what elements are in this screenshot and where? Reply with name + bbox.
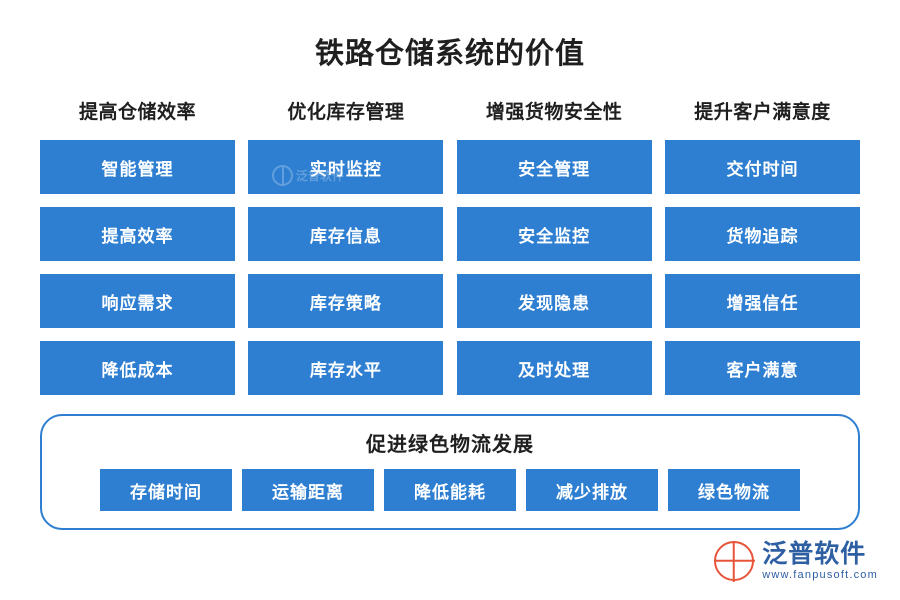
column-group-1: 提高仓储效率 智能管理 提高效率 响应需求 降低成本 [40,97,235,408]
column-cell[interactable]: 客户满意 [664,341,860,395]
bottom-chip[interactable]: 运输距离 [242,469,374,511]
column-cell[interactable]: 库存水平 [248,341,444,395]
column-cell[interactable]: 响应需求 [40,274,235,328]
column-cell[interactable]: 安全监控 [456,207,652,261]
column-cell[interactable]: 及时处理 [456,341,652,395]
column-heading: 增强货物安全性 [485,102,623,123]
bottom-chip[interactable]: 存储时间 [100,469,232,511]
page-title: 铁路仓储系统的价值 [314,38,585,70]
column-group-4: 提升客户满意度 交付时间 货物追踪 增强信任 客户满意 [664,97,860,408]
column-cell[interactable]: 智能管理 [40,140,235,194]
column-cell[interactable]: 安全管理 [456,140,652,194]
bottom-panel: 促进绿色物流发展 存储时间 运输距离 降低能耗 减少排放 绿色物流 [40,414,860,530]
column-cell[interactable]: 库存策略 [248,274,444,328]
column-cell[interactable]: 实时监控 [248,140,444,194]
column-group-3: 增强货物安全性 安全管理 安全监控 发现隐患 及时处理 [456,97,652,408]
bottom-chip[interactable]: 降低能耗 [384,469,516,511]
column-cell[interactable]: 提高效率 [40,207,235,261]
column-group-2: 优化库存管理 实时监控 库存信息 库存策略 库存水平 [248,97,444,408]
brand-url: www.fanpusoft.com [762,568,878,581]
bottom-chip[interactable]: 减少排放 [526,469,658,511]
column-heading: 提高仓储效率 [78,102,196,123]
brand-name: 泛普软件 [762,539,867,568]
columns-container: 提高仓储效率 智能管理 提高效率 响应需求 降低成本 优化库存管理 实时监控 库… [0,97,900,408]
column-cell[interactable]: 库存信息 [248,207,444,261]
column-cell[interactable]: 交付时间 [664,140,860,194]
column-cell[interactable]: 货物追踪 [664,207,860,261]
bottom-chips-row: 存储时间 运输距离 降低能耗 减少排放 绿色物流 [42,469,858,511]
column-cell[interactable]: 发现隐患 [456,274,652,328]
column-heading: 提升客户满意度 [694,102,831,123]
column-cell[interactable]: 降低成本 [40,341,235,395]
brand-text: 泛普软件 www.fanpusoft.com [762,539,878,581]
brand-logo: 泛普软件 www.fanpusoft.com [714,536,878,586]
globe-icon [714,541,755,581]
column-cell[interactable]: 增强信任 [664,274,860,328]
column-heading: 优化库存管理 [287,102,405,123]
bottom-chip[interactable]: 绿色物流 [668,469,800,511]
bottom-panel-heading: 促进绿色物流发展 [366,434,534,456]
